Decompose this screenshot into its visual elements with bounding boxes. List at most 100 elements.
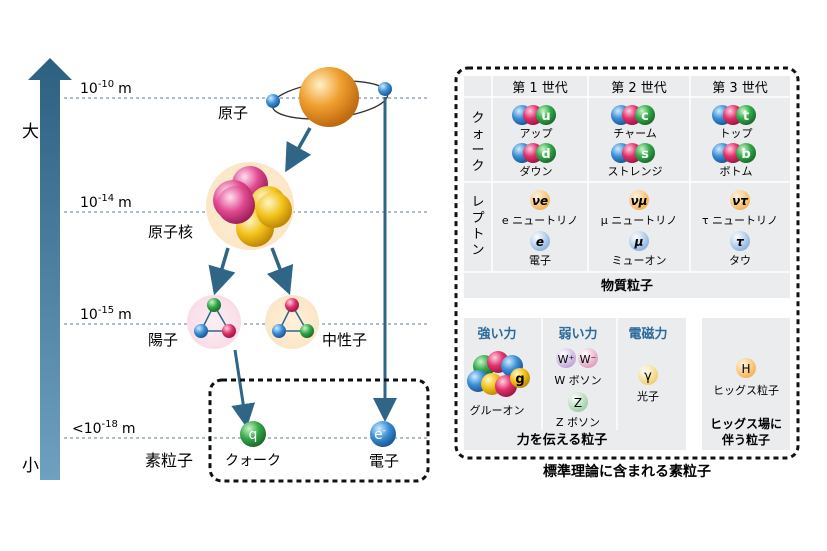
atom-label: 原子 [218, 104, 248, 122]
quark-t-icon [736, 105, 756, 125]
higgs-panel [702, 318, 790, 450]
charged-lepton-cell-1: e 電子 [529, 231, 551, 267]
charged-lepton-symbol: τ [736, 235, 744, 249]
arrow-to-quark [231, 349, 256, 428]
quark-label: クォーク [225, 453, 281, 469]
quark-icon [240, 421, 266, 447]
charged-lepton-name: 電子 [529, 254, 551, 267]
neutrino-cell-3: ντ τ ニュートリノ [702, 190, 778, 227]
electron-label: 電子 [369, 452, 399, 470]
gluon-symbol: g [515, 372, 524, 387]
w-minus-symbol: W⁻ [580, 353, 597, 366]
atom-illustration [266, 67, 392, 127]
quark-symbol-s: s [641, 147, 649, 162]
higgs-icon [736, 358, 756, 378]
w-plus-symbol: W⁺ [558, 353, 575, 366]
arrow-atom-to-nucleus [285, 127, 312, 173]
generation-2-header: 第 2 世代 [611, 81, 667, 96]
z-boson-symbol: Z [574, 396, 582, 410]
quark-row-label: クォーク [471, 111, 484, 174]
neutrino-icon [629, 190, 649, 210]
quark-cell-s: s ストレンジ [608, 143, 663, 178]
charged-lepton-name: タウ [729, 254, 751, 267]
electron-symbol: e- [374, 426, 386, 443]
scale-small-label: 小 [22, 456, 39, 476]
w-plus-icon [556, 348, 576, 368]
higgs-label-line2: 伴う粒子 [721, 432, 770, 447]
quark-name-u: アップ [520, 127, 553, 140]
quark-d-icon [536, 143, 556, 163]
quark-c-icon [635, 105, 655, 125]
neutrino-icon [730, 190, 750, 210]
charged-lepton-cell-3: τ タウ [729, 231, 751, 267]
neutrino-cell-2: νμ μ ニュートリノ [601, 190, 678, 227]
matter-grid [464, 76, 790, 273]
neutrino-symbol: ντ [732, 194, 748, 208]
higgs-name: ヒッグス粒子 [713, 383, 779, 397]
quark-symbol-d: d [541, 147, 550, 162]
charged-lepton-symbol: e [536, 235, 544, 249]
quark-symbol-t: t [743, 109, 749, 124]
electron-icon [370, 421, 396, 447]
quark-cell-t: t トップ [712, 105, 756, 140]
higgs-label-line1: ヒッグス場に [710, 416, 782, 431]
charged-lepton-symbol: μ [634, 235, 644, 249]
nucleus-label: 原子核 [148, 223, 193, 241]
quark-u-icon [536, 105, 556, 125]
quark-name-d: ダウン [520, 164, 553, 178]
force-carrier-label: 力を伝える粒子 [517, 432, 608, 448]
neutrino-symbol: νμ [630, 194, 647, 208]
z-boson-name: Z ボソン [556, 416, 600, 429]
quark-symbol: q [249, 427, 258, 443]
matter-label: 物質粒子 [601, 278, 653, 294]
quark-symbol-c: c [641, 109, 649, 124]
force-grid [541, 318, 618, 430]
charged-lepton-name: ミューオン [612, 254, 667, 267]
neutrino-name: τ ニュートリノ [702, 214, 778, 227]
em-force-label: 電磁力 [628, 326, 667, 342]
lepton-cells: νe e ニュートリノ νμ μ ニュートリノ ντ τ ニュートリノ e 電子 μ ミューオン τ… [502, 190, 778, 267]
photon-name: 光子 [637, 389, 659, 403]
neutrino-symbol: νe [532, 194, 548, 208]
quark-cell-u: u アップ [512, 105, 556, 140]
lepton-row-label: レプトン [471, 195, 484, 258]
quark-cell-d: d ダウン [512, 143, 556, 178]
proton-label: 陽子 [148, 331, 178, 349]
neutrino-name: μ ニュートリノ [601, 214, 678, 227]
gluon-name: グルーオン [470, 403, 525, 417]
neutrino-name: e ニュートリノ [502, 214, 578, 227]
scale-big-label: 大 [22, 122, 39, 142]
elementary-box [208, 378, 430, 483]
neutron-illustration [265, 295, 319, 349]
w-boson-name: W ボソン [554, 374, 601, 387]
neutrino-icon [530, 190, 550, 210]
quark-name-t: トップ [720, 127, 753, 140]
level-lines [64, 97, 428, 439]
photon-symbol: γ [644, 369, 652, 384]
proton-illustration [187, 295, 241, 349]
strong-force-label: 強い力 [477, 326, 516, 342]
charged-lepton-icon [629, 231, 649, 251]
arrow-to-neutron [266, 247, 294, 296]
charged-lepton-icon [530, 231, 550, 251]
quark-symbol-u: u [541, 109, 550, 124]
arrow-to-proton [208, 247, 236, 296]
neutron-label: 中性子 [322, 331, 367, 349]
quark-s-icon [635, 143, 655, 163]
quark-symbol-b: b [741, 147, 750, 162]
photon-icon [638, 365, 658, 385]
neutrino-cell-1: νe e ニュートリノ [502, 190, 578, 227]
elementary-label: 素粒子 [145, 451, 193, 470]
quark-name-s: ストレンジ [608, 165, 663, 178]
w-minus-icon [578, 348, 598, 368]
generation-3-header: 第 3 世代 [712, 81, 768, 96]
